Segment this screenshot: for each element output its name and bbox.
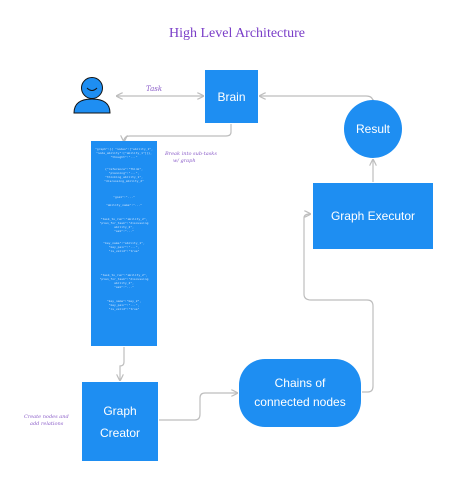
- json-block: {"reference":"Think", "planning":"...", …: [104, 167, 144, 183]
- json-to-creator-connector: [120, 347, 125, 380]
- json-plan-panel: "graph":{{ "nodes":["ability_1", "node_a…: [91, 141, 157, 346]
- graph-creator-node: Graph Creator: [82, 382, 158, 461]
- diagram-title: High Level Architecture: [168, 26, 306, 41]
- brain-to-json-connector: [124, 124, 232, 141]
- chains-to-executor-connector: [303, 214, 374, 393]
- json-block: "goal":"..." "ability_name":"...": [105, 195, 143, 207]
- chains-node: Chains of connected nodes: [239, 359, 361, 427]
- result-to-brain-connector: [260, 96, 374, 103]
- json-block: "graph":{{ "nodes":["ability_1", "node_a…: [95, 147, 153, 159]
- break-annotation: Break into sub-tasks w/ graph: [165, 151, 217, 164]
- json-block: "task_to_run":"ability_2", "plan_for_tas…: [99, 217, 149, 233]
- user-icon: [73, 77, 111, 114]
- creator-to-chains-connector: [159, 393, 237, 421]
- json-block: "key_name":"key_2", "key_pair":"...", "i…: [106, 299, 142, 311]
- json-block: "task_to_run":"ability_2", "plan_for_tas…: [99, 273, 149, 289]
- json-block: "key_name":"ability_1", "key_pair":"..."…: [103, 241, 145, 253]
- create-annotation: Create nodes and add relations: [24, 414, 69, 427]
- graph-executor-node: Graph Executor: [313, 183, 433, 249]
- result-node: Result: [344, 100, 402, 158]
- brain-node: Brain: [205, 70, 258, 123]
- task-annotation: Task: [146, 85, 163, 93]
